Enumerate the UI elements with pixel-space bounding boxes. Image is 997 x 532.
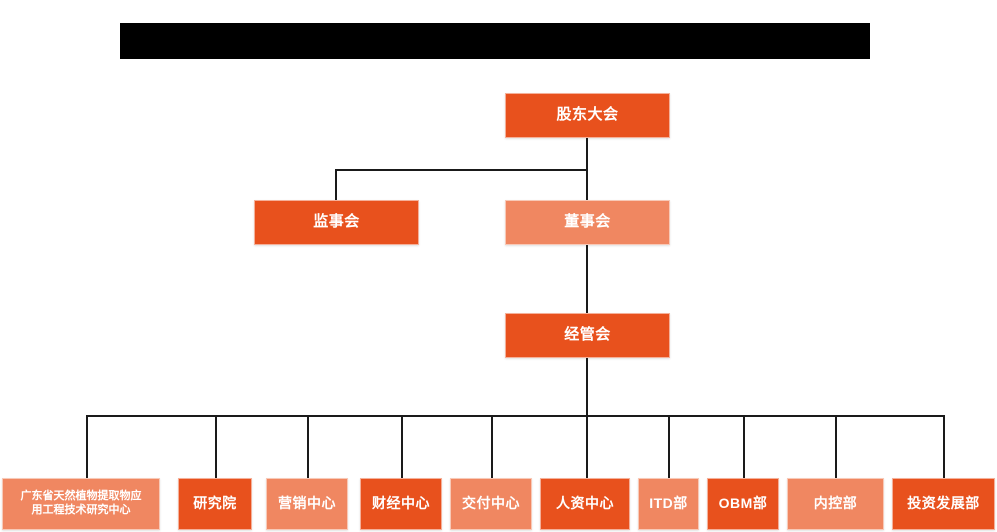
connector-directors-management — [586, 243, 588, 313]
node-label: 交付中心 — [462, 495, 520, 512]
node-label: ITD部 — [649, 495, 688, 512]
node-dept-marketing-center[interactable]: 营销中心 — [266, 478, 348, 530]
redacted-title-bar — [120, 23, 870, 59]
node-dept-investment-development[interactable]: 投资发展部 — [892, 478, 995, 530]
node-label: 投资发展部 — [907, 495, 980, 512]
node-label: 股东大会 — [556, 106, 619, 124]
node-dept-internal-control[interactable]: 内控部 — [787, 478, 884, 530]
connector-to-dept-04 — [401, 415, 403, 478]
node-shareholders-meeting[interactable]: 股东大会 — [505, 93, 670, 138]
connector-shareholders-down — [586, 138, 588, 170]
node-dept-delivery-center[interactable]: 交付中心 — [450, 478, 532, 530]
node-dept-hr-center[interactable]: 人资中心 — [540, 478, 630, 530]
node-label: 经管会 — [564, 326, 611, 344]
node-label: 董事会 — [564, 213, 611, 231]
node-label: 监事会 — [313, 213, 360, 231]
node-board-of-supervisors[interactable]: 监事会 — [254, 200, 419, 245]
node-label: 营销中心 — [278, 495, 336, 512]
connector-to-dept-02 — [215, 415, 217, 478]
node-board-of-directors[interactable]: 董事会 — [505, 200, 670, 245]
connector-to-dept-01 — [86, 415, 88, 478]
connector-to-dept-05 — [491, 415, 493, 478]
connector-to-dept-08 — [743, 415, 745, 478]
connector-to-dept-09 — [835, 415, 837, 478]
connector-to-dept-10 — [943, 415, 945, 478]
node-label: 人资中心 — [556, 495, 614, 512]
node-label: 研究院 — [193, 495, 237, 512]
node-label: 财经中心 — [372, 495, 430, 512]
node-label: 内控部 — [813, 495, 858, 512]
node-dept-finance-center[interactable]: 财经中心 — [360, 478, 442, 530]
connector-to-directors — [586, 169, 588, 201]
node-label: 广东省天然植物提取物应 用工程技术研究中心 — [20, 490, 142, 516]
connector-to-dept-07 — [668, 415, 670, 478]
connector-to-dept-03 — [307, 415, 309, 478]
connector-bus-level2 — [335, 169, 588, 171]
node-dept-obm[interactable]: OBM部 — [707, 478, 779, 530]
node-dept-guangdong-research-center[interactable]: 广东省天然植物提取物应 用工程技术研究中心 — [2, 478, 160, 530]
node-label: OBM部 — [718, 495, 768, 512]
node-management-committee[interactable]: 经管会 — [505, 313, 670, 358]
connector-to-dept-06 — [586, 415, 588, 478]
node-dept-itd[interactable]: ITD部 — [638, 478, 699, 530]
node-dept-research-institute[interactable]: 研究院 — [178, 478, 252, 530]
connector-bus-departments — [86, 415, 944, 417]
connector-management-down — [586, 358, 588, 416]
connector-to-supervisors — [335, 169, 337, 201]
